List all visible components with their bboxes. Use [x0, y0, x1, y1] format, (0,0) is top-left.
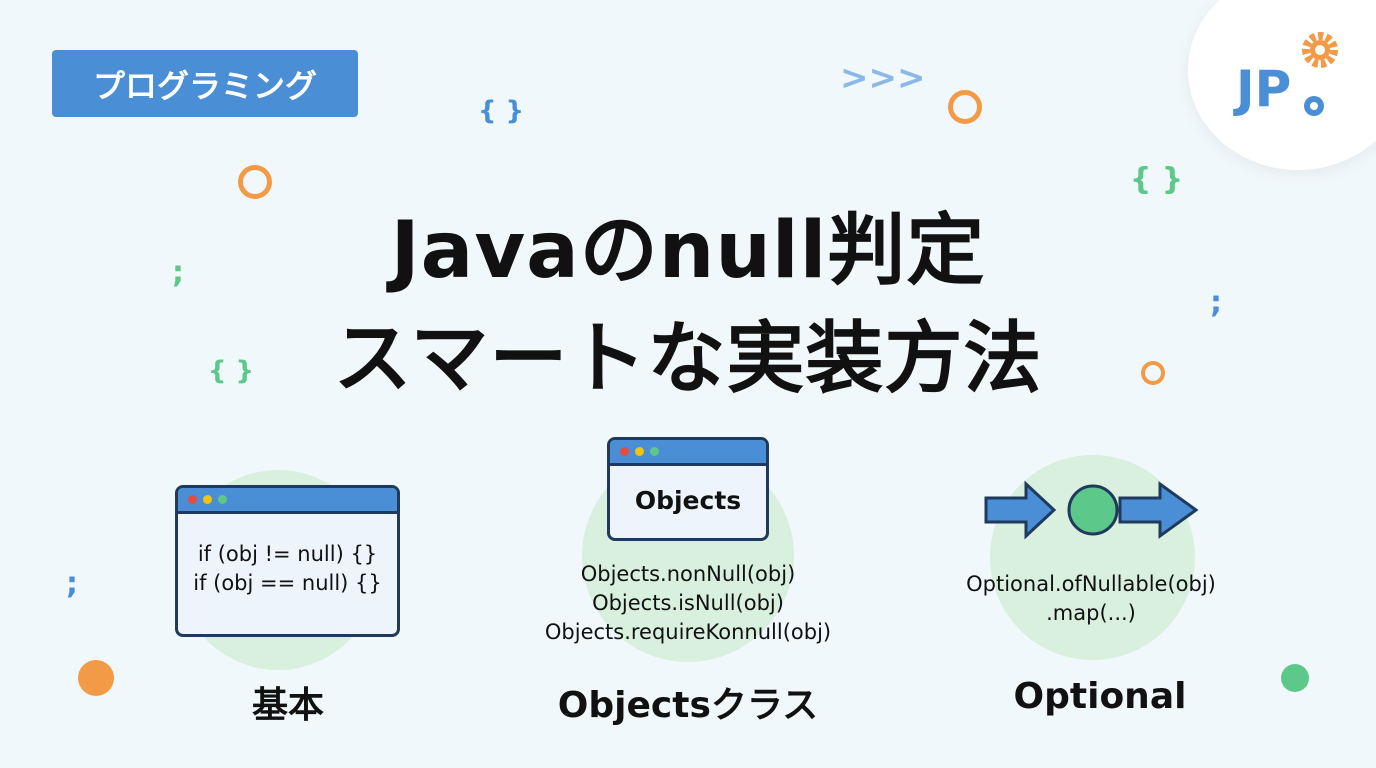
code-line: Objects.isNull(obj)	[592, 591, 784, 615]
chevrons-icon: >>>	[840, 58, 926, 98]
dot-decor	[1281, 664, 1309, 692]
code-line: Objects.requireKonnull(obj)	[544, 620, 832, 644]
ring-decor	[948, 90, 982, 124]
code-line: Optional.ofNullable(obj)	[966, 572, 1216, 596]
objects-window: Objects	[607, 437, 769, 541]
semicolon-icon: ;	[1210, 285, 1222, 320]
title-line-1: Javaのnull判定	[390, 206, 986, 296]
panel-label: Optional	[1013, 676, 1187, 717]
gear-icon	[1302, 32, 1338, 116]
dot-decor	[78, 660, 114, 696]
braces-icon: { }	[478, 96, 525, 126]
title-line-2: スマートな実装方法	[333, 314, 1043, 404]
window-title: Objects	[634, 486, 742, 515]
braces-icon: { }	[208, 356, 255, 386]
optional-flow-icon	[984, 480, 1199, 540]
logo: JP	[1236, 60, 1292, 118]
code-window: if (obj != null) {} if (obj == null) {}	[175, 485, 400, 637]
ring-decor	[1141, 361, 1165, 385]
code-block: Objects.nonNull(obj) Objects.isNull(obj)…	[480, 560, 896, 647]
panel-label: Objectsクラス	[557, 685, 819, 726]
semicolon-icon: ;	[172, 255, 184, 290]
code-line: Objects.nonNull(obj)	[580, 562, 796, 586]
code-block: Optional.ofNullable(obj) .map(...)	[930, 570, 1252, 628]
category-badge: プログラミング	[52, 50, 358, 117]
code-line: if (obj == null) {}	[193, 571, 382, 595]
code-line: .map(...)	[1046, 601, 1136, 625]
panel-label: 基本	[251, 685, 324, 726]
semicolon-icon: ;	[66, 566, 78, 601]
ring-decor	[238, 165, 272, 199]
code-line: if (obj != null) {}	[197, 542, 378, 566]
braces-icon: { }	[1130, 162, 1184, 197]
